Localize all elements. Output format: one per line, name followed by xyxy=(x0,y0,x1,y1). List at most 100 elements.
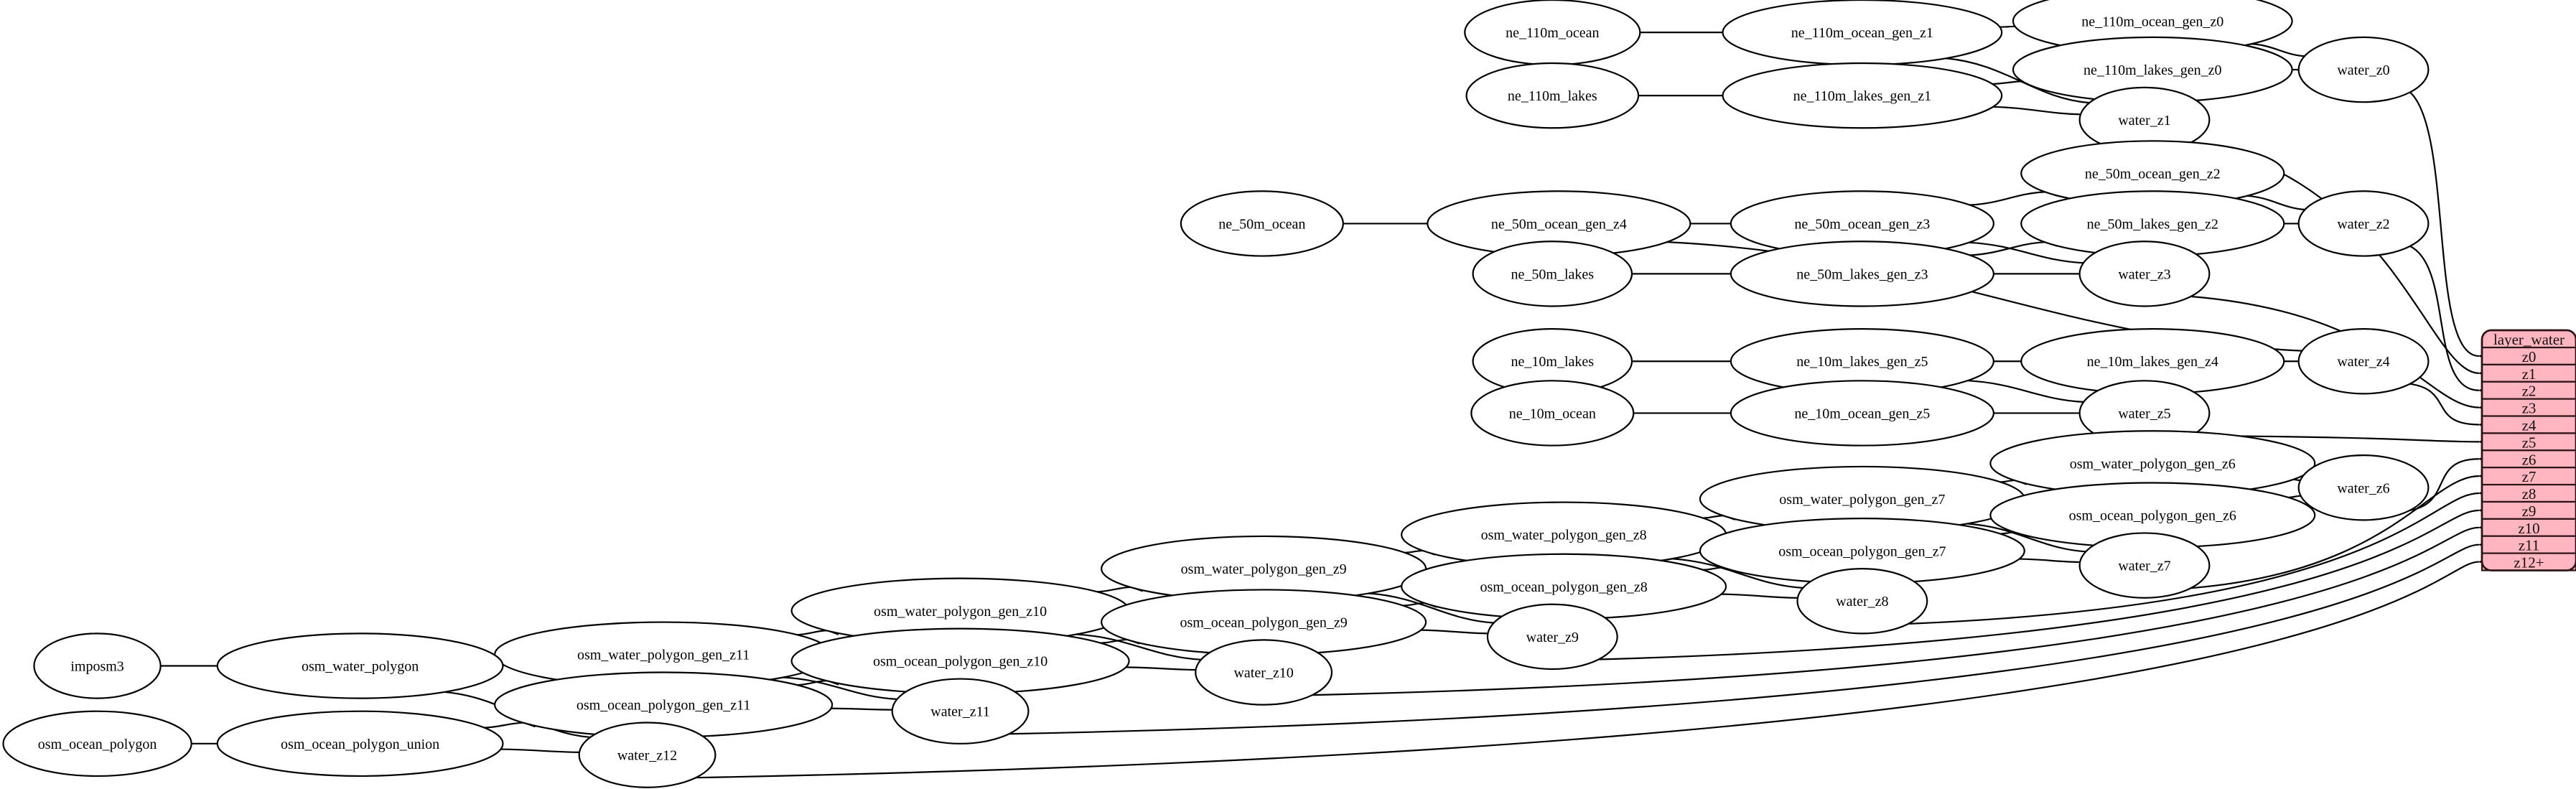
node-label: osm_water_polygon_gen_z10 xyxy=(874,604,1047,620)
node-label: osm_ocean_polygon_gen_z9 xyxy=(1180,615,1347,631)
graph-node-imposm3[interactable]: imposm3 xyxy=(33,632,162,699)
node-shape xyxy=(578,722,717,788)
graph-node-ne_10m_lakes[interactable]: ne_10m_lakes xyxy=(1472,328,1633,395)
node-label: water_z9 xyxy=(1526,630,1579,645)
node-label: ne_50m_lakes_gen_z2 xyxy=(2087,216,2218,232)
node-shape xyxy=(2297,36,2430,103)
edge xyxy=(1633,408,1743,419)
node-label: water_z7 xyxy=(2118,559,2170,574)
edge xyxy=(1993,106,2093,120)
node-shape xyxy=(2078,532,2211,599)
graph-node-water_z4[interactable]: water_z4 xyxy=(2297,328,2430,395)
graph-node-ne_50m_ocean[interactable]: ne_50m_ocean xyxy=(1180,190,1344,257)
node-label: ne_10m_ocean_gen_z5 xyxy=(1794,406,1930,421)
nodes-layer: ne_110m_ocean ne_110m_ocean_gen_z1 ne_110m… xyxy=(2,0,2430,788)
graph-node-water_z2[interactable]: water_z2 xyxy=(2297,190,2430,257)
legend-table: layer_waterz0z1z2z3z4z5z6z7z8z9z10z11z12… xyxy=(2481,329,2576,571)
graph-node-water_z9[interactable]: water_z9 xyxy=(1486,603,1618,671)
graph-node-water_z10[interactable]: water_z10 xyxy=(1195,639,1333,706)
legend-row-label: z1 xyxy=(2522,365,2537,383)
node-label: osm_ocean_polygon_gen_z6 xyxy=(2069,508,2236,524)
legend-row-label: z5 xyxy=(2522,434,2537,451)
graph-node-ne_10m_lakes_gen_z5[interactable]: ne_10m_lakes_gen_z5 xyxy=(1730,328,1994,395)
node-label: water_z12 xyxy=(617,748,677,764)
graph-node-osm_water_polygon_gen_z11[interactable]: osm_water_polygon_gen_z11 xyxy=(494,621,834,688)
graph-node-water_z6[interactable]: water_z6 xyxy=(2297,454,2430,521)
graph-node-ne_110m_ocean_gen_z0[interactable]: ne_110m_ocean_gen_z0 xyxy=(2012,0,2293,55)
graph-node-osm_ocean_polygon_union[interactable]: osm_ocean_polygon_union xyxy=(216,710,504,778)
graph-node-water_z7[interactable]: water_z7 xyxy=(2078,532,2211,599)
graph-node-water_z8[interactable]: water_z8 xyxy=(1796,567,1928,635)
node-label: osm_ocean_polygon_union xyxy=(281,737,439,752)
edge xyxy=(1993,269,2092,279)
graph-node-osm_water_polygon[interactable]: osm_water_polygon xyxy=(216,632,504,699)
node-shape xyxy=(1195,639,1333,706)
graph-node-ne_50m_ocean_gen_z3[interactable]: ne_50m_ocean_gen_z3 xyxy=(1730,190,1994,257)
node-label: osm_ocean_polygon_gen_z10 xyxy=(873,654,1047,670)
edge xyxy=(1631,269,1743,279)
legend-row-label: z8 xyxy=(2522,485,2537,503)
graph-node-water_z1[interactable]: water_z1 xyxy=(2078,86,2211,154)
graph-node-water_z11[interactable]: water_z11 xyxy=(891,678,1030,744)
node-label: ne_50m_ocean_gen_z3 xyxy=(1794,216,1930,232)
edge xyxy=(1993,408,2092,419)
edge xyxy=(1343,218,1439,229)
edge xyxy=(1721,592,1810,604)
edge xyxy=(1632,355,1743,367)
graph-node-ne_110m_lakes_gen_z1[interactable]: ne_110m_lakes_gen_z1 xyxy=(1722,62,2003,129)
graph-node-ne_110m_lakes[interactable]: ne_110m_lakes xyxy=(1465,62,1640,129)
node-label: ne_10m_lakes_gen_z4 xyxy=(2087,354,2218,370)
legend-row-label: z10 xyxy=(2518,520,2539,537)
graph-node-osm_ocean_polygon_gen_z9[interactable]: osm_ocean_polygon_gen_z9 xyxy=(1101,589,1427,655)
node-label: osm_ocean_polygon_gen_z11 xyxy=(577,698,751,714)
node-label: water_z5 xyxy=(2118,406,2170,421)
node-shape xyxy=(1470,380,1635,447)
node-label: ne_50m_ocean xyxy=(1218,216,1305,232)
node-shape xyxy=(216,710,504,778)
node-label: water_z2 xyxy=(2337,216,2389,232)
node-shape xyxy=(216,632,504,699)
node-label: osm_water_polygon_gen_z6 xyxy=(2070,456,2236,472)
graph-node-ne_50m_lakes_gen_z2[interactable]: ne_50m_lakes_gen_z2 xyxy=(2020,190,2285,257)
graph-node-water_z12[interactable]: water_z12 xyxy=(578,722,717,788)
graph-node-osm_water_polygon_gen_z10[interactable]: osm_water_polygon_gen_z10 xyxy=(790,577,1130,644)
node-label: water_z1 xyxy=(2118,113,2170,129)
node-label: ne_50m_ocean_gen_z2 xyxy=(2085,166,2221,182)
legend-row-label: z9 xyxy=(2522,503,2537,520)
node-shape xyxy=(1796,567,1928,635)
graph-node-ne_10m_lakes_gen_z4[interactable]: ne_10m_lakes_gen_z4 xyxy=(2020,328,2285,395)
graph-node-ne_50m_lakes[interactable]: ne_50m_lakes xyxy=(1472,241,1633,307)
graph-node-ne_10m_ocean[interactable]: ne_10m_ocean xyxy=(1470,380,1635,447)
graph-node-ne_50m_lakes_gen_z3[interactable]: ne_50m_lakes_gen_z3 xyxy=(1730,241,1994,307)
graph-node-osm_ocean_polygon_gen_z7[interactable]: osm_ocean_polygon_gen_z7 xyxy=(1699,518,2025,584)
legend-row-label: z0 xyxy=(2522,348,2537,365)
legend-row-label: z12+ xyxy=(2514,554,2544,571)
node-label: water_z4 xyxy=(2337,354,2389,370)
graph-node-water_z0[interactable]: water_z0 xyxy=(2297,36,2430,103)
node-label: osm_water_polygon_gen_z11 xyxy=(577,648,750,663)
graph-node-water_z3[interactable]: water_z3 xyxy=(2078,241,2211,307)
graph-node-osm_ocean_polygon[interactable]: osm_ocean_polygon xyxy=(2,710,192,778)
graph-node-osm_ocean_polygon_gen_z11[interactable]: osm_ocean_polygon_gen_z11 xyxy=(494,671,834,738)
graph-node-ne_50m_ocean_gen_z2[interactable]: ne_50m_ocean_gen_z2 xyxy=(2020,140,2285,207)
graph-node-ne_110m_ocean[interactable]: ne_110m_ocean xyxy=(1464,0,1641,66)
graph-node-ne_50m_ocean_gen_z4[interactable]: ne_50m_ocean_gen_z4 xyxy=(1427,190,1691,257)
edge xyxy=(500,747,592,758)
node-label: water_z10 xyxy=(1233,666,1293,681)
graph-node-ne_110m_lakes_gen_z0[interactable]: ne_110m_lakes_gen_z0 xyxy=(2012,36,2293,103)
node-label: osm_ocean_polygon_gen_z7 xyxy=(1778,543,1946,559)
graph-node-osm_water_polygon_gen_z6[interactable]: osm_water_polygon_gen_z6 xyxy=(1989,430,2316,497)
node-label: water_z6 xyxy=(2337,480,2389,496)
node-label: osm_ocean_polygon_gen_z8 xyxy=(1480,579,1647,595)
node-label: imposm3 xyxy=(70,658,123,674)
graph-node-ne_110m_ocean_gen_z1[interactable]: ne_110m_ocean_gen_z1 xyxy=(1722,0,2003,66)
graph-node-osm_ocean_polygon_gen_z8[interactable]: osm_ocean_polygon_gen_z8 xyxy=(1401,553,1727,620)
edge xyxy=(1640,27,1735,38)
node-label: osm_water_polygon xyxy=(302,658,419,674)
node-label: ne_110m_ocean_gen_z1 xyxy=(1791,25,1933,41)
graph-node-ne_10m_ocean_gen_z5[interactable]: ne_10m_ocean_gen_z5 xyxy=(1730,380,1994,447)
legend-row-label: z6 xyxy=(2522,451,2537,468)
node-shape xyxy=(2,710,192,778)
